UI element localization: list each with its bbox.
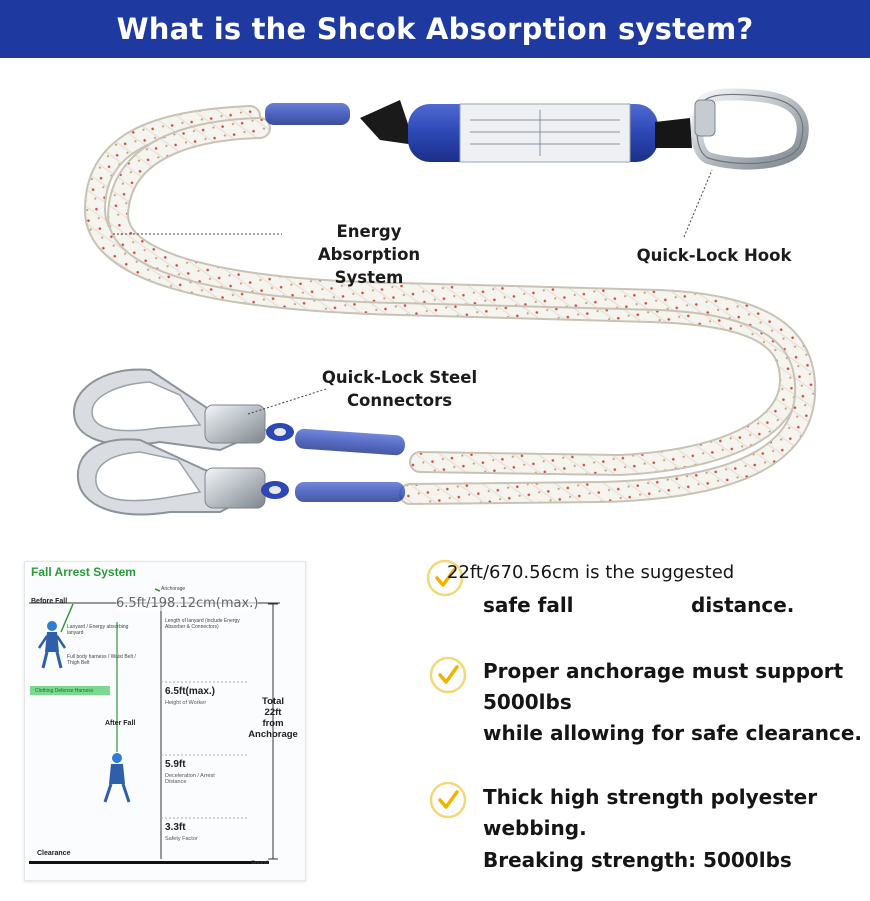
lanyard-label: Lanyard / Energy absorbing lanyard xyxy=(67,624,129,636)
total-distance: Total 22ft from Anchorage xyxy=(248,696,298,740)
max-height-overlay: 6.5ft/198.12cm(max.) xyxy=(116,596,259,611)
feature-2-line-2: 5000lbs xyxy=(483,690,572,714)
check-icon xyxy=(429,656,467,694)
feature-3-line-3: Breaking strength: 5000lbs xyxy=(483,848,792,872)
anchorage-label: Anchorage xyxy=(161,586,186,592)
worker-height-value: 6.5ft(max.) xyxy=(165,686,216,697)
callout-quick-lock-hook: Quick-Lock Hook xyxy=(636,246,792,265)
harness-label: Full body harness / Waist Belt / Thigh B… xyxy=(67,654,136,666)
page-title: What is the Shcok Absorption system? xyxy=(116,12,754,46)
feature-2-line-1: Proper anchorage must support xyxy=(483,659,844,683)
clearance-label: Clearance xyxy=(37,850,71,857)
feature-1-line-3: distance. xyxy=(691,593,795,617)
feature-1-line-1: 22ft/670.56cm is the suggested xyxy=(447,562,735,583)
callout-steel-connectors: Quick-Lock Steel Connectors xyxy=(321,368,478,410)
check-icon xyxy=(426,559,464,597)
feature-1-line-2: safe fall xyxy=(483,593,574,617)
ground-label: Ground xyxy=(251,860,268,866)
callout-energy-absorption: Energy Absorption System xyxy=(317,222,421,287)
deceleration-value: 5.9ft xyxy=(165,759,186,770)
deceleration-label: Deceleration / Arrest Distance xyxy=(165,773,215,785)
before-fall-label: Before Fall xyxy=(31,598,68,605)
feature-3-line-2: webbing. xyxy=(483,816,587,840)
fall-arrest-graphic xyxy=(29,588,280,864)
safety-factor-value: 3.3ft xyxy=(165,822,186,833)
feature-3-line-1: Thick high strength polyester xyxy=(483,785,818,809)
title-banner: What is the Shcok Absorption system? xyxy=(0,0,870,58)
diagram-title: Fall Arrest System xyxy=(31,565,136,579)
after-fall-label: After Fall xyxy=(105,720,136,727)
feature-2-line-3: while allowing for safe clearance. xyxy=(483,721,863,745)
check-icon xyxy=(429,781,467,819)
worker-height-label: Height of Worker xyxy=(165,700,207,706)
fall-arrest-diagram: Fall Arrest System Anchorage Before Fall… xyxy=(24,561,306,881)
lanyard-length-label: Length of lanyard (include Energy Absorb… xyxy=(165,618,240,630)
safety-factor-label: Safety Factor xyxy=(165,836,198,842)
highlight-bar-label: Clothing Defense Harness xyxy=(35,688,94,694)
lanyard-product-image xyxy=(72,88,817,516)
